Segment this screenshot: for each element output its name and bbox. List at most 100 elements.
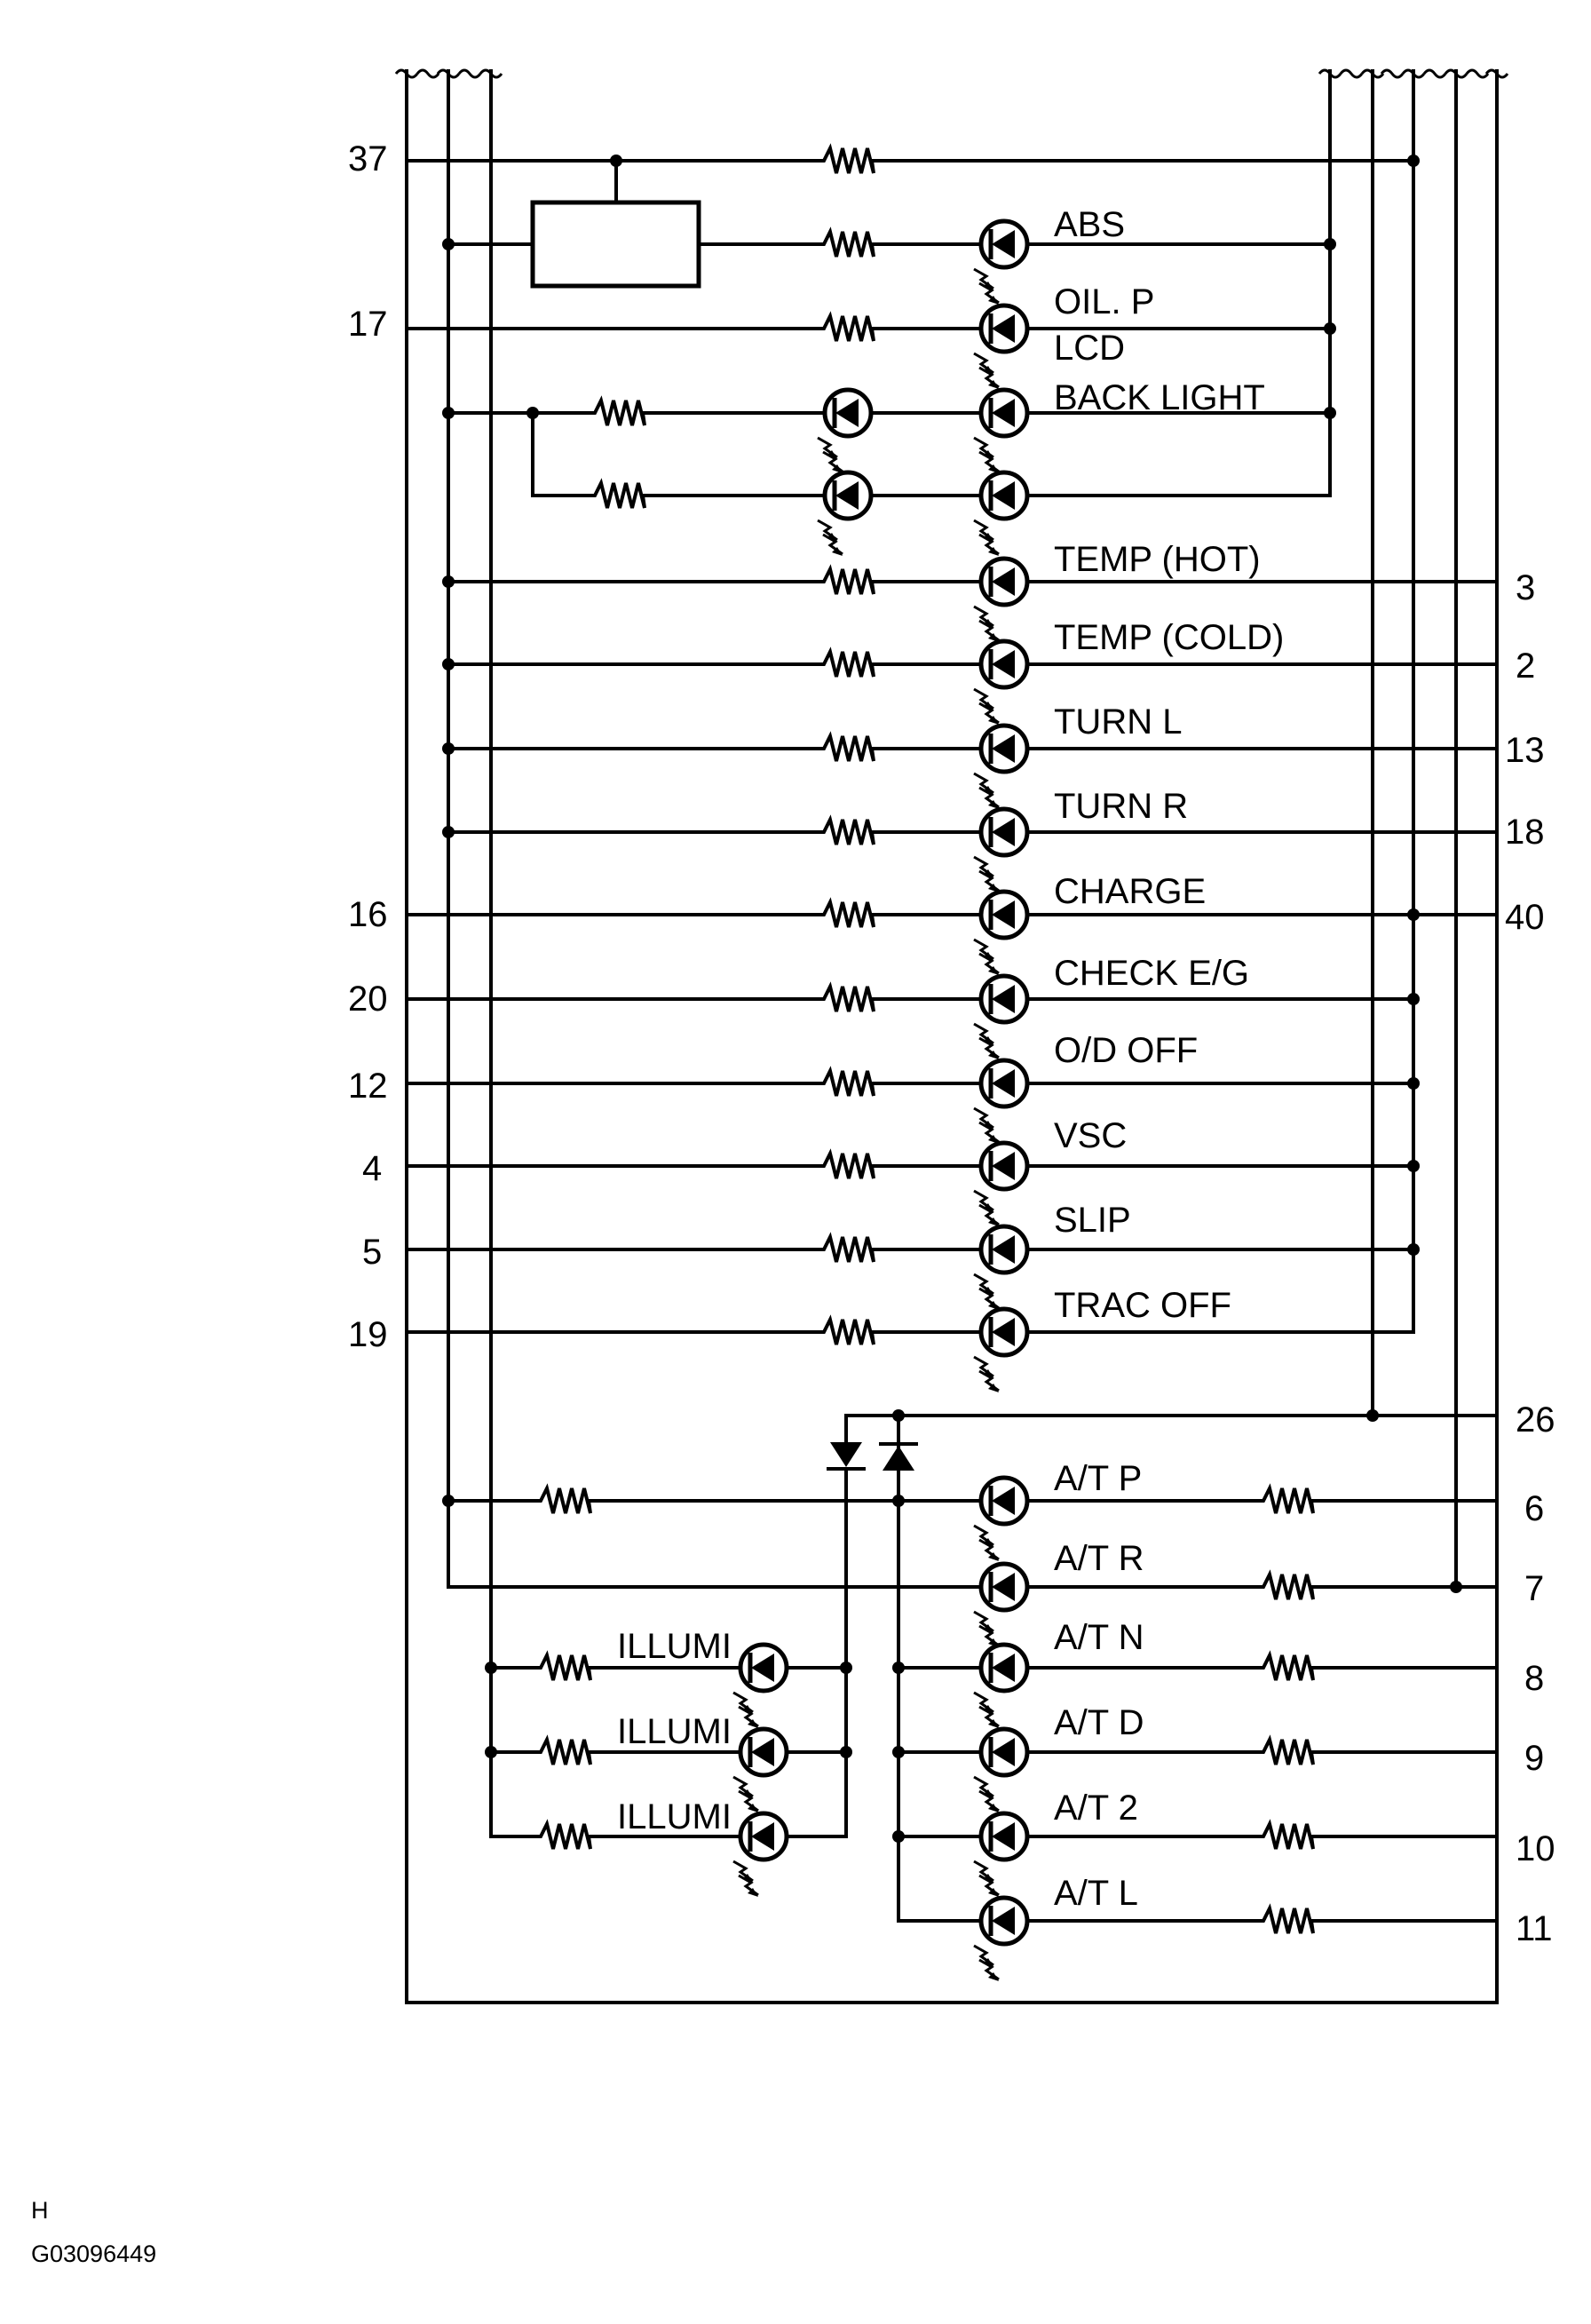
- pin-20: 20: [348, 980, 388, 1019]
- resistor: [582, 395, 656, 426]
- footer-letter: H: [31, 2197, 49, 2224]
- at-label-r: A/T R: [1054, 1539, 1144, 1578]
- illumi-labels: ILLUMI ILLUMI ILLUMI: [617, 1627, 732, 1836]
- led: [973, 723, 1030, 809]
- junction-dot: [442, 742, 455, 755]
- resistor: [582, 478, 656, 509]
- lamp-label-slip: SLIP: [1054, 1201, 1131, 1240]
- break-mark: [1318, 68, 1342, 79]
- resistor: [811, 226, 885, 258]
- break-mark: [1339, 68, 1364, 79]
- led: [973, 1642, 1030, 1728]
- pin-13: 13: [1505, 731, 1545, 770]
- wiring: [394, 68, 1509, 2004]
- junction-dot: [840, 1746, 852, 1758]
- junction-dot: [442, 575, 455, 588]
- break-mark: [1484, 68, 1509, 79]
- pin-19: 19: [348, 1315, 388, 1354]
- junction-dot: [1407, 1077, 1420, 1090]
- at-label-n: A/T N: [1054, 1618, 1144, 1657]
- junction-dot: [1407, 908, 1420, 921]
- resistor: [811, 1314, 885, 1345]
- led: [817, 470, 874, 556]
- right-pin-labels: 3 2 13 18 40 26 6 7 8 9 10 11: [1505, 568, 1555, 1948]
- resistor: [1250, 1569, 1325, 1600]
- at-label-d: A/T D: [1054, 1703, 1144, 1742]
- led: [973, 1811, 1030, 1897]
- resistor: [1250, 1819, 1325, 1850]
- led: [973, 1895, 1030, 1981]
- resistor: [811, 646, 885, 678]
- lamp-label-vsc: VSC: [1054, 1116, 1127, 1155]
- junction-dot: [1407, 993, 1420, 1005]
- break-mark: [1380, 68, 1405, 79]
- led: [973, 470, 1030, 556]
- break-mark: [1401, 68, 1426, 79]
- junction-dot: [442, 407, 455, 419]
- lamp-label-turn-r: TURN R: [1054, 787, 1188, 826]
- pin-18: 18: [1505, 813, 1545, 852]
- resistor: [811, 731, 885, 762]
- junction-dot: [1407, 1160, 1420, 1172]
- diode: [879, 1442, 918, 1471]
- left-pin-labels: 37 17 16 20 12 4 5 19: [348, 139, 388, 1354]
- at-label-2: A/T 2: [1054, 1789, 1138, 1828]
- led: [973, 889, 1030, 975]
- break-mark: [1422, 68, 1447, 79]
- junction-dot: [1366, 1409, 1379, 1422]
- footer-code: G03096449: [31, 2241, 156, 2267]
- junction-dot: [1407, 155, 1420, 167]
- break-mark: [479, 68, 503, 79]
- lamp-label-check-eg: CHECK E/G: [1054, 954, 1249, 993]
- pin-17: 17: [348, 305, 388, 344]
- lamp-label-abs: ABS: [1054, 205, 1125, 244]
- junction-dot: [892, 1662, 905, 1674]
- lamp-label-od-off: O/D OFF: [1054, 1031, 1198, 1070]
- pin-4: 4: [362, 1149, 382, 1188]
- led: [973, 1058, 1030, 1144]
- resistor: [811, 814, 885, 845]
- junction-dots: [442, 155, 1462, 1843]
- resistor: [527, 1734, 602, 1765]
- lamp-label-temp-cold: TEMP (COLD): [1054, 618, 1284, 657]
- resistor: [811, 1066, 885, 1097]
- control-module-box: [530, 200, 701, 289]
- junction-dot: [892, 1746, 905, 1758]
- break-mark: [457, 68, 482, 79]
- resistor: [811, 897, 885, 928]
- led: [817, 387, 874, 473]
- junction-dot: [442, 826, 455, 838]
- components: [527, 143, 1325, 1981]
- break-mark: [1360, 68, 1385, 79]
- junction-dot: [892, 1409, 905, 1422]
- pin-16: 16: [348, 895, 388, 934]
- resistor: [811, 311, 885, 342]
- lamp-label-oil-p: OIL. P: [1054, 282, 1154, 321]
- pin-12: 12: [348, 1067, 388, 1106]
- illumi-label-1: ILLUMI: [617, 1627, 732, 1666]
- pin-7: 7: [1524, 1569, 1544, 1608]
- resistor: [1250, 1483, 1325, 1514]
- lamp-label-turn-l: TURN L: [1054, 702, 1182, 742]
- led: [732, 1811, 789, 1897]
- pin-11: 11: [1516, 1909, 1553, 1948]
- resistor: [811, 981, 885, 1012]
- illumi-label-2: ILLUMI: [617, 1712, 732, 1751]
- diode: [827, 1442, 866, 1471]
- at-lamp-labels: A/T P A/T R A/T N A/T D A/T 2 A/T L: [1054, 1459, 1144, 1913]
- junction-dot: [892, 1830, 905, 1843]
- led: [973, 1140, 1030, 1226]
- illumi-label-3: ILLUMI: [617, 1797, 732, 1836]
- led: [973, 387, 1030, 473]
- resistor: [811, 1148, 885, 1179]
- pin-10: 10: [1516, 1829, 1555, 1868]
- led: [732, 1642, 789, 1728]
- led: [973, 1306, 1030, 1392]
- pin-9: 9: [1524, 1739, 1544, 1778]
- junction-dot: [1324, 238, 1336, 250]
- pin-6: 6: [1524, 1489, 1544, 1528]
- at-label-l: A/T L: [1054, 1874, 1138, 1913]
- resistor: [811, 564, 885, 595]
- lamp-label-back-light: BACK LIGHT: [1054, 378, 1265, 417]
- junction-dot: [485, 1746, 497, 1758]
